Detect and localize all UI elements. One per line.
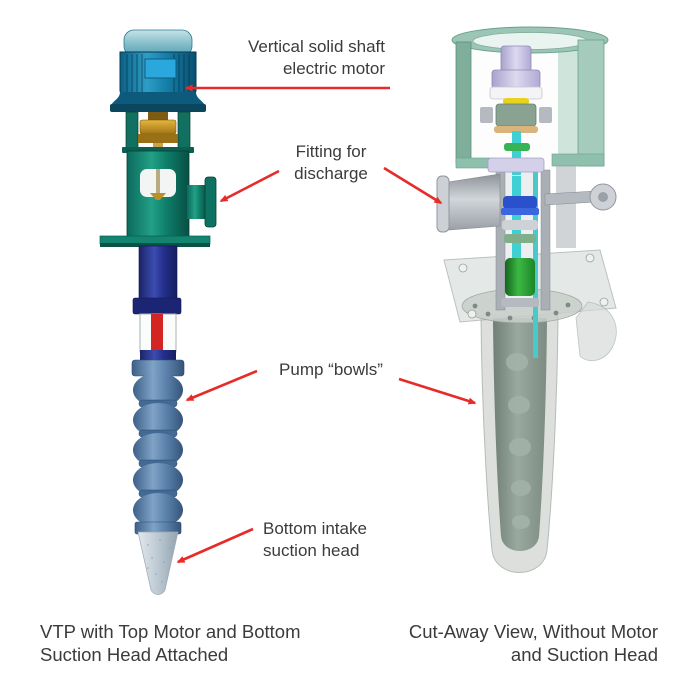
leader-arrow-bowls-right <box>398 377 477 405</box>
cutaway-bowl-bumps <box>506 353 531 529</box>
leader-arrow-suction <box>176 527 254 564</box>
caption-left-figure: VTP with Top Motor and Bottom Suction He… <box>40 621 301 665</box>
leader-arrow-bowls-left <box>185 369 258 402</box>
leader-arrow-discharge-left <box>219 169 280 203</box>
pump-bowl-stack <box>131 359 185 535</box>
annotation-arrows <box>176 84 477 564</box>
line-shaft <box>151 314 163 352</box>
vtp-cutaway-illustration <box>436 26 617 573</box>
discharge-flange <box>204 176 217 228</box>
motor-fins <box>126 54 190 95</box>
cutaway-discharge-fitting <box>436 173 501 233</box>
cutaway-housing <box>451 26 609 169</box>
label-motor: Vertical solid shaft electric motor <box>247 37 385 78</box>
shaft-coupling <box>138 112 178 151</box>
motor-nameplate <box>144 58 177 79</box>
label-discharge: Fitting for discharge <box>294 142 368 183</box>
cutaway-top-shaft-assembly <box>480 45 552 175</box>
vtp-assembled-illustration <box>99 29 217 595</box>
label-bowls: Pump “bowls” <box>279 360 383 379</box>
suction-head-cone <box>137 531 179 595</box>
leader-arrow-discharge-right <box>383 166 443 205</box>
label-suction: Bottom intake suction head <box>263 519 367 560</box>
caption-right-figure: Cut-Away View, Without Motor and Suction… <box>408 621 658 665</box>
